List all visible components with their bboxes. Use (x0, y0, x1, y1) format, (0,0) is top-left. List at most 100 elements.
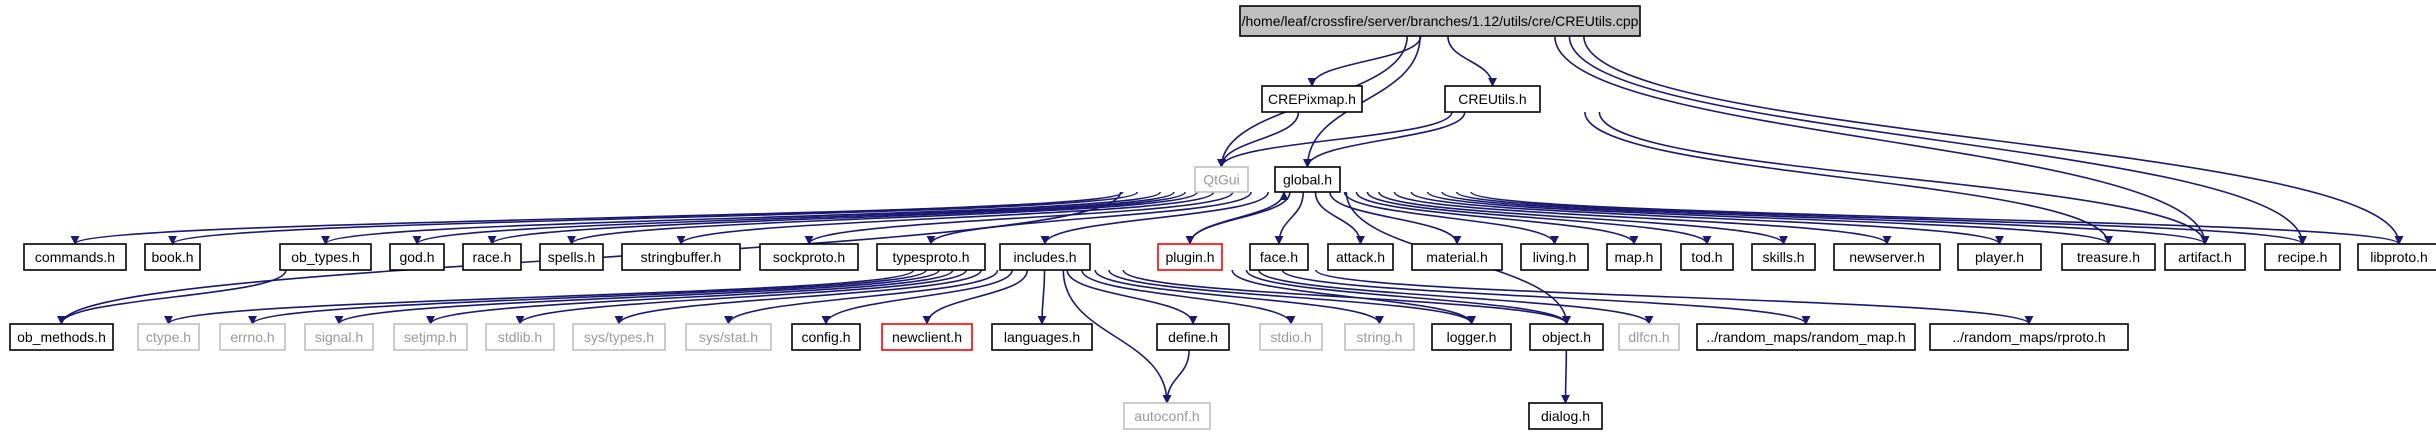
node-object-label: object.h (1542, 329, 1591, 345)
node-newclient[interactable]: newclient.h (881, 323, 973, 351)
node-race[interactable]: race.h (462, 243, 522, 271)
edge-global-to-recipe (1455, 191, 2307, 245)
node-stdlib: stdlib.h (485, 323, 555, 351)
node-dlfcn-label: dlfcn.h (1628, 329, 1669, 345)
node-dialog[interactable]: dialog.h (1528, 402, 1603, 430)
node-material[interactable]: material.h (1411, 243, 1503, 271)
node-typesproto[interactable]: typesproto.h (876, 243, 986, 271)
node-dialog-box (1528, 402, 1603, 430)
edge-root-to-global (1303, 35, 1421, 168)
node-sysstat-label: sys/stat.h (699, 329, 758, 345)
edge-root-to-artifact (1553, 35, 2210, 245)
node-qtgui-label: QtGui (1203, 172, 1240, 188)
node-setjmp-label: setjmp.h (404, 329, 457, 345)
node-randommap[interactable]: ../random_maps/random_map.h (1696, 323, 1916, 351)
node-global[interactable]: global.h (1274, 166, 1341, 193)
node-obmethods[interactable]: ob_methods.h (9, 323, 114, 351)
node-material-box (1411, 243, 1503, 271)
node-global-label: global.h (1283, 172, 1332, 188)
node-randommap-box (1696, 323, 1916, 351)
node-recipe[interactable]: recipe.h (2264, 243, 2341, 271)
node-living-label: living.h (1533, 249, 1577, 265)
node-dlfcn-box (1618, 323, 1680, 351)
node-treasure[interactable]: treasure.h (2061, 243, 2156, 271)
edge-includes-to-logger (1108, 269, 1476, 325)
node-newserver-label: newserver.h (1849, 249, 1924, 265)
node-sysstat: sys/stat.h (685, 323, 772, 351)
node-qtgui-box (1194, 166, 1249, 193)
node-plugin[interactable]: plugin.h (1157, 243, 1223, 271)
node-sockproto[interactable]: sockproto.h (759, 243, 859, 271)
node-errno-label: errno.h (230, 329, 274, 345)
node-skills-label: skills.h (1762, 249, 1804, 265)
node-map-box (1606, 243, 1662, 271)
node-attack[interactable]: attack.h (1327, 243, 1394, 271)
node-god[interactable]: god.h (389, 243, 445, 271)
nodes-layer: /home/leaf/crossfire/server/branches/1.1… (9, 5, 2436, 430)
node-obtypes[interactable]: ob_types.h (279, 243, 372, 271)
node-languages[interactable]: languages.h (991, 323, 1093, 351)
edge-includes-to-errno (248, 269, 927, 325)
node-creutils[interactable]: CREUtils.h (1444, 85, 1541, 113)
node-dlfcn: dlfcn.h (1618, 323, 1680, 351)
node-skills[interactable]: skills.h (1751, 243, 1816, 271)
node-includes-box (999, 243, 1091, 271)
node-libproto[interactable]: libproto.h (2357, 243, 2436, 271)
node-rproto[interactable]: ../random_maps/rproto.h (1929, 323, 2129, 351)
node-book-label: book.h (151, 249, 193, 265)
edge-includes-to-systypes (614, 269, 982, 325)
node-god-box (389, 243, 445, 271)
node-config-label: config.h (801, 329, 850, 345)
node-face[interactable]: face.h (1249, 243, 1309, 271)
edge-global-to-artifact (1441, 191, 2210, 245)
node-spells[interactable]: spells.h (539, 243, 604, 271)
node-typesproto-label: typesproto.h (892, 249, 969, 265)
node-includes-label: includes.h (1013, 249, 1076, 265)
node-recipe-box (2264, 243, 2341, 271)
node-logger-label: logger.h (1447, 329, 1497, 345)
node-logger[interactable]: logger.h (1431, 323, 1512, 351)
node-map[interactable]: map.h (1606, 243, 1662, 271)
node-ctype: ctype.h (137, 323, 200, 351)
node-material-label: material.h (1426, 249, 1487, 265)
node-object[interactable]: object.h (1529, 323, 1604, 351)
node-root-label: /home/leaf/crossfire/server/branches/1.1… (1242, 13, 1639, 29)
node-stringbuffer-box (621, 243, 741, 271)
node-define[interactable]: define.h (1156, 323, 1230, 351)
node-race-box (462, 243, 522, 271)
edge-global-to-spells (567, 191, 1198, 245)
node-typesproto-box (876, 243, 986, 271)
node-commands[interactable]: commands.h (23, 243, 127, 271)
edge-includes-to-sysstat (724, 269, 999, 325)
node-crepixmap[interactable]: CREPixmap.h (1261, 85, 1363, 113)
node-tod-box (1680, 243, 1734, 271)
node-creutils-label: CREUtils.h (1458, 91, 1526, 107)
edge-global-to-book (168, 191, 1139, 245)
node-face-label: face.h (1260, 249, 1298, 265)
node-obmethods-label: ob_methods.h (17, 329, 106, 345)
node-string: string.h (1344, 323, 1415, 351)
node-sockproto-label: sockproto.h (773, 249, 845, 265)
node-tod[interactable]: tod.h (1680, 243, 1734, 271)
node-stringbuffer[interactable]: stringbuffer.h (621, 243, 741, 271)
node-config[interactable]: config.h (791, 323, 861, 351)
edge-global-to-typesproto (926, 191, 1252, 245)
edge-includes-to-languages (1037, 269, 1047, 325)
node-living[interactable]: living.h (1520, 243, 1589, 271)
edge-includes-to-define (1066, 269, 1198, 325)
edge-global-to-attack (1314, 191, 1365, 245)
node-newclient-box (881, 323, 973, 351)
node-crepixmap-label: CREPixmap.h (1268, 91, 1356, 107)
node-artifact-box (2164, 243, 2246, 271)
node-includes[interactable]: includes.h (999, 243, 1091, 271)
node-face-box (1249, 243, 1309, 271)
edge-root-to-libproto (1583, 35, 2404, 245)
node-dialog-label: dialog.h (1541, 408, 1590, 424)
node-player[interactable]: player.h (1957, 243, 2042, 271)
node-logger-box (1431, 323, 1512, 351)
node-newserver[interactable]: newserver.h (1833, 243, 1941, 271)
node-artifact[interactable]: artifact.h (2164, 243, 2246, 271)
edge-includes-to-autoconf (1062, 269, 1172, 404)
node-book[interactable]: book.h (144, 243, 201, 271)
